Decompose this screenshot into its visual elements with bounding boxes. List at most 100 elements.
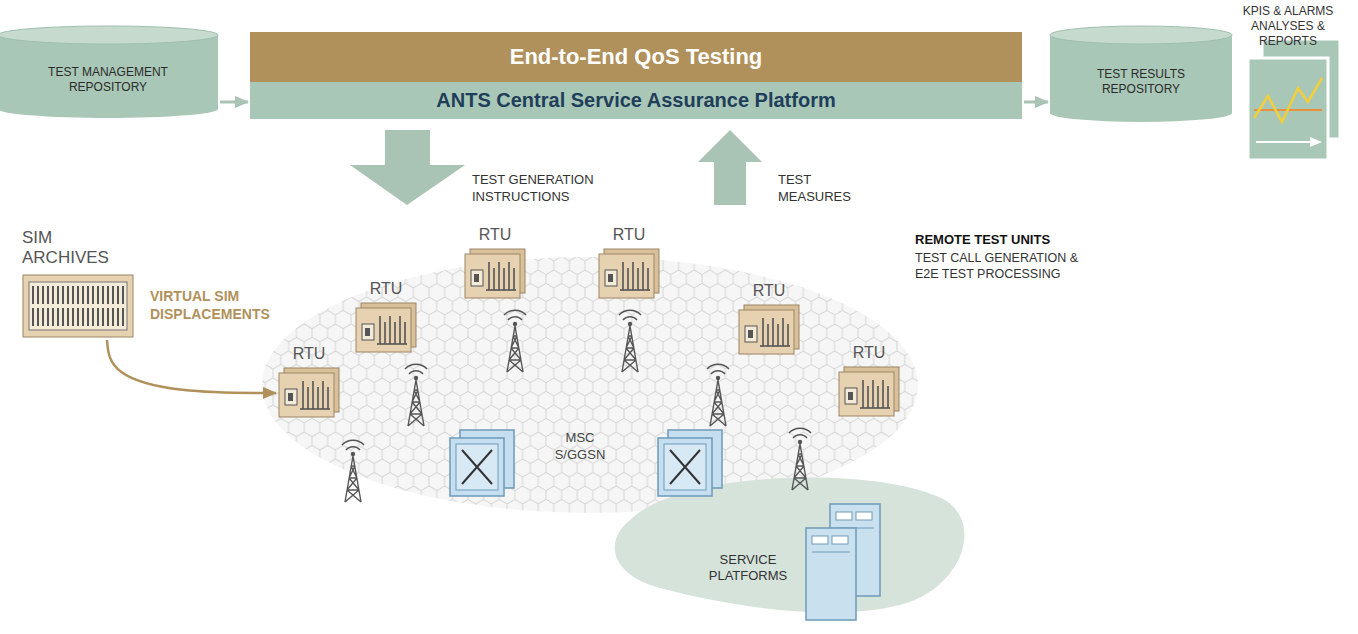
radio-towers-part [707,364,729,426]
test-measures-arrow-part [698,130,762,205]
rack-slot [92,286,94,304]
rack-slot [102,286,104,304]
rtu-label: RTU [838,344,900,362]
rtu-port [362,324,374,340]
rack-slot [67,308,69,326]
rtu-slot [508,262,510,290]
test-measures-arrow [698,130,762,205]
rtu-icon [838,366,900,418]
rack-slot [107,286,109,304]
radio-towers-part [504,310,526,372]
cylinder-body [1050,35,1232,113]
rack-slot [97,286,99,304]
rack-slot [47,286,49,304]
rack-slot [47,308,49,326]
rack-slot [87,286,89,304]
server-line [812,552,850,553]
rtu-slot [887,386,889,408]
rack-slot [67,286,69,304]
service-label: SERVICE PLATFORMS [700,552,796,585]
rtu-port-inner [608,274,613,282]
rack-slot [82,308,84,326]
rtu-base [760,345,790,347]
rtu-base [486,289,516,291]
rtu-slot [767,324,769,346]
remote-test-unit: RTU [838,344,900,418]
rtu-heading: RTU [278,345,340,363]
rtu-port-inner [848,392,853,400]
rtu-slot [882,380,884,408]
platform-title: End-to-End QoS Testing [510,44,763,70]
rtu-slot [627,268,629,290]
platform-subtitle: ANTS Central Service Assurance Platform [436,89,835,112]
rack-slot [122,286,124,304]
rtu-slot [312,381,314,409]
test-generation-arrow [350,130,465,205]
rack-slot [112,308,114,326]
rtu-port-inner [474,274,479,282]
remote-test-unit: RTU [278,345,340,419]
sim-title: SIM ARCHIVES [22,228,112,267]
connector-arrow [1024,101,1048,104]
server-panel [856,512,872,520]
rtu-icon [355,302,417,354]
rtu-slot [317,387,319,409]
rack-slot [87,308,89,326]
rtu-slot [762,318,764,346]
group-note: TEST CALL GENERATION & E2E TEST PROCESSI… [915,250,1083,283]
rtu-slot [394,322,396,344]
rack-slot [37,308,39,326]
rtu-slot [772,318,774,346]
rtu-slot [322,381,324,409]
rack-slot [122,308,124,326]
rtu-slot [637,268,639,290]
rtu-front [839,372,894,416]
rtu-port [745,326,757,342]
rtu-base [860,407,890,409]
rtu-slot [498,262,500,290]
flow-label: TEST MEASURES [778,172,858,206]
service-label-box: SERVICE PLATFORMS [700,552,796,585]
rtu-heading: RTU [464,226,526,244]
server-panel [832,536,848,544]
server-panel [836,512,852,520]
connector-arrow [220,101,248,104]
rtu-heading: RTU [838,344,900,362]
repository-cylinder: TEST MANAGEMENT REPOSITORY [0,26,218,118]
switch-symbols [450,430,722,496]
rack-slot [37,286,39,304]
rack-icon [22,274,134,338]
rtu-heading: RTU [355,280,417,298]
axis-arrow-head [1310,137,1322,147]
repository-name: TEST MANAGEMENT REPOSITORY [0,65,218,95]
rtu-port-inner [748,330,753,338]
rtu-slot [513,268,515,290]
rtu-port [605,270,617,286]
rtu-slot [632,262,634,290]
group-title: REMOTE TEST UNITS [915,232,1115,249]
rtu-slot [493,268,495,290]
edge-label: VIRTUAL SIM DISPLACEMENTS [150,288,290,323]
rack-slot [57,308,59,326]
rack-slot [117,286,119,304]
rack-slot [52,286,54,304]
rtu-heading: RTU [598,226,660,244]
rtu-heading: RTU [738,282,800,300]
sim-archive: SIM ARCHIVES [22,228,142,338]
rtu-slot [379,316,381,344]
rack-slot [32,308,34,326]
rack-slot [42,286,44,304]
rack-slot [117,308,119,326]
rtu-slot [647,268,649,290]
rack-body [23,275,133,337]
chart-title: KPIS & ALARMS ANALYSES & REPORTS [1222,4,1354,49]
rtu-port [845,388,857,404]
cylinder-body [0,35,218,109]
rtu-label: RTU [278,345,340,363]
rtu-front [356,308,411,352]
rack-slot [77,286,79,304]
platform-band-strip: ANTS Central Service Assurance Platform [250,82,1022,119]
repository-cylinder: TEST RESULTS REPOSITORY [1050,26,1232,122]
rack-slot [97,308,99,326]
